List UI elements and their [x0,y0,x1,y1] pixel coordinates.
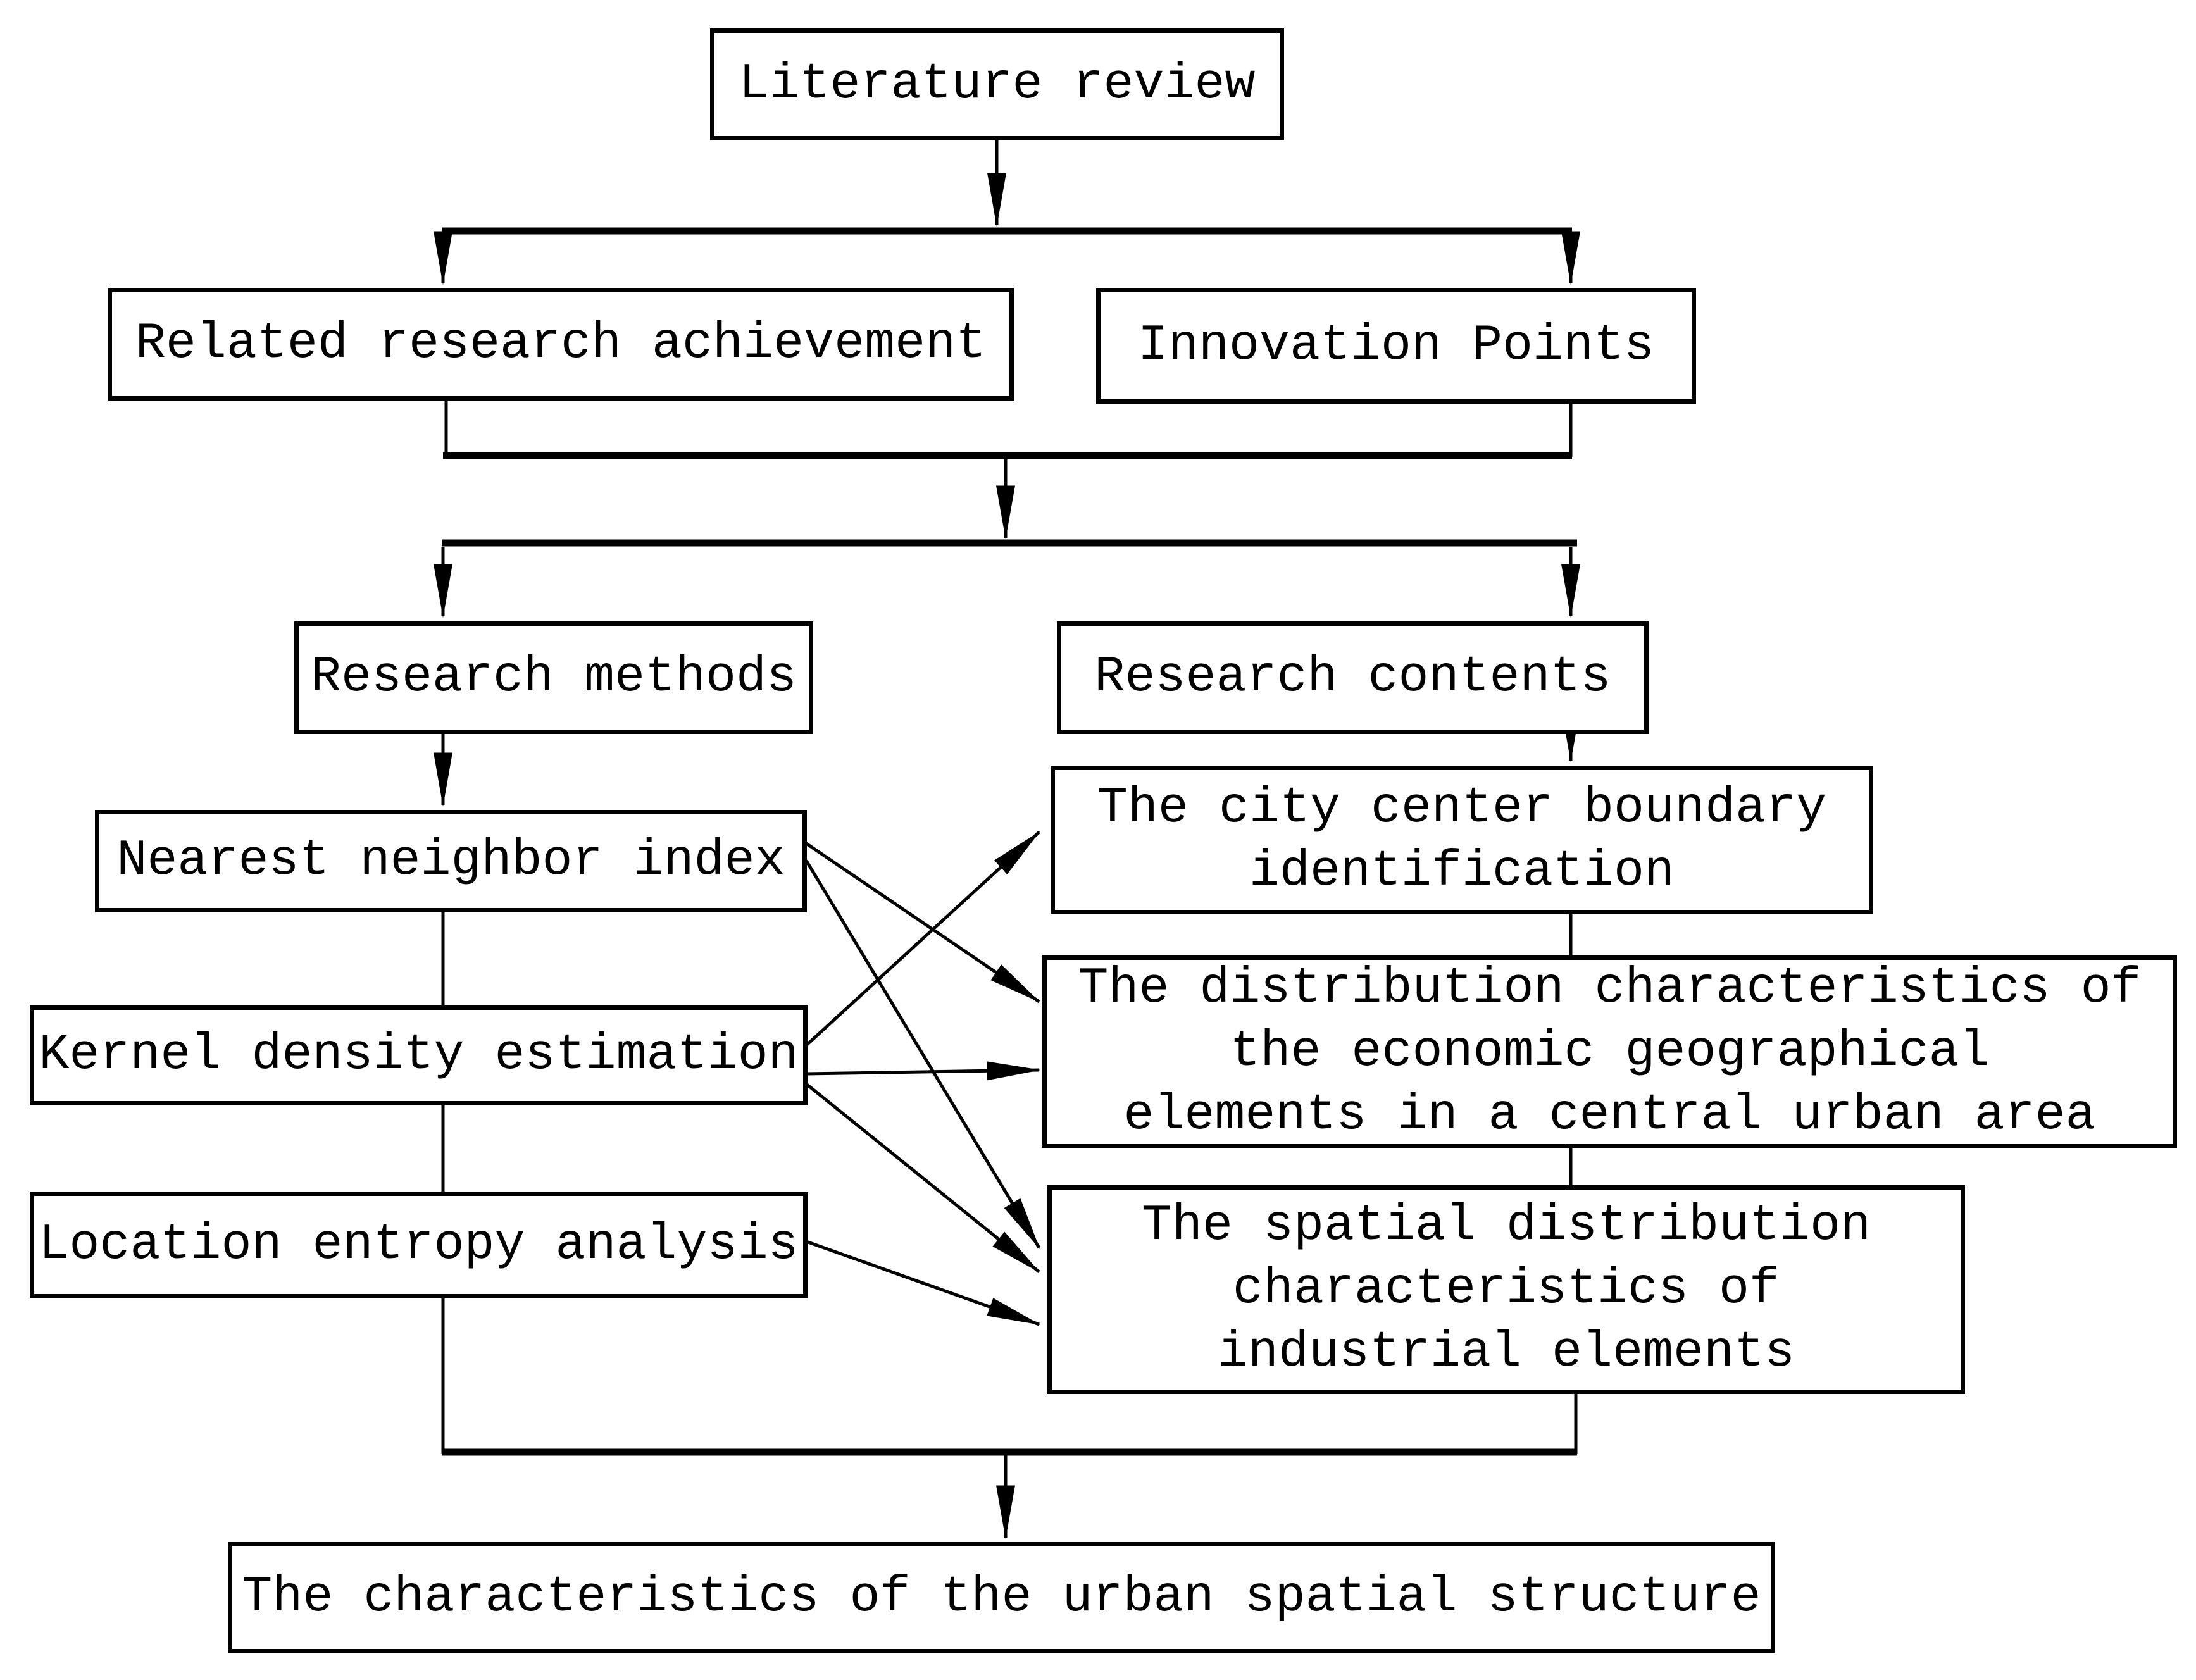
node-kernel-density-estimation: Kernel density estimation [30,1005,808,1105]
arrow-kernel-to-city-center [805,831,1040,1047]
node-nearest-neighbor-index: Nearest neighbor index [95,810,807,912]
node-research-methods: Research methods [294,621,813,734]
arrow-kernel-to-distribution [806,1061,1041,1081]
node-spatial-distribution-characteristics: The spatial distribution characteristics… [1047,1185,1965,1394]
arrow-nearest-to-distribution [805,842,1041,1004]
node-related-research-achievement: Related research achievement [108,288,1014,401]
node-innovation-points: Innovation Points [1096,288,1696,404]
node-location-entropy-analysis: Location entropy analysis [30,1192,808,1298]
node-research-contents: Research contents [1057,621,1649,734]
node-literature-review: Literature review [710,28,1284,140]
node-urban-spatial-structure: The characteristics of the urban spatial… [228,1542,1775,1653]
arrow-kernel-to-spatial [805,1083,1040,1273]
arrow-nearest-to-spatial [804,859,1041,1250]
node-city-center-boundary-identification: The city center boundary identification [1051,766,1873,914]
node-distribution-characteristics: The distribution characteristics of the … [1042,955,2177,1148]
arrow-location-to-spatial [806,1240,1041,1326]
